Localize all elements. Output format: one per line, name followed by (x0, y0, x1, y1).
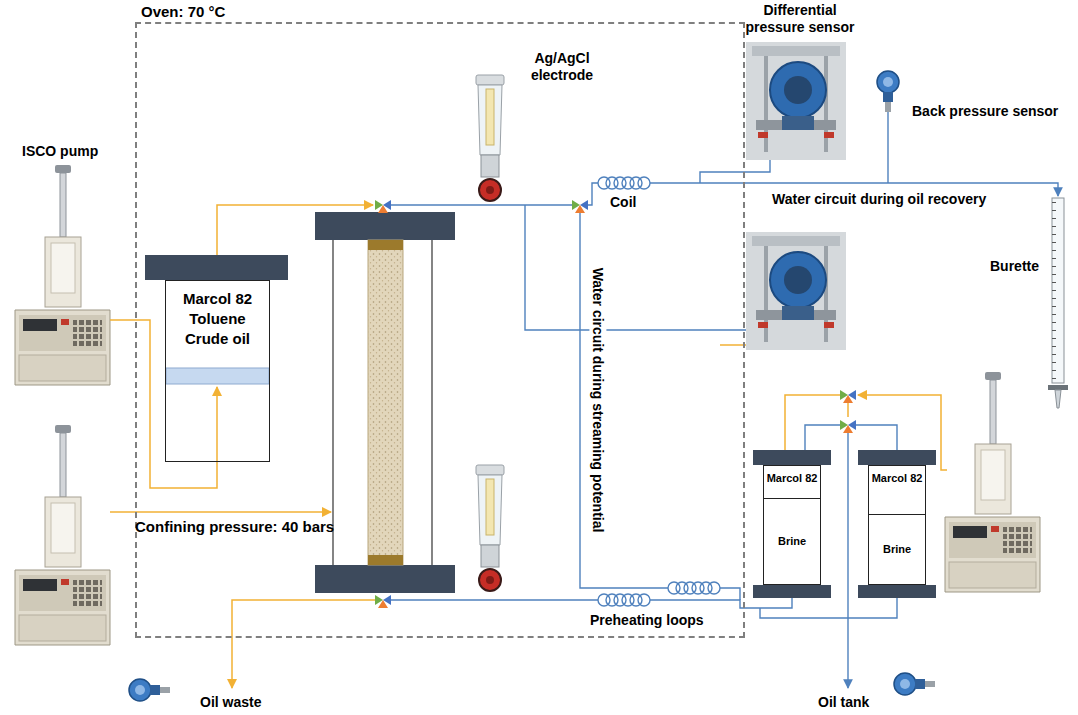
fluid-name: Toluene (166, 309, 269, 329)
three-way-valve (375, 200, 391, 213)
sensor-label: Back pressure sensor (912, 103, 1058, 120)
oil-accumulator: Marcol 82TolueneCrude oil (165, 280, 270, 462)
oil-phase-name: Marcol 82 (869, 471, 925, 485)
burette-scale (1052, 202, 1056, 380)
water-line (588, 183, 598, 205)
water-line (525, 205, 746, 330)
fluid-interface (869, 514, 925, 515)
circuit-label: Water circuit during streaming potential (590, 265, 607, 536)
water-line (650, 598, 792, 608)
coil-symbol (598, 594, 650, 606)
oil-phase-name: Marcol 82 (764, 471, 820, 485)
three-way-valve (840, 390, 856, 403)
coil-symbol (598, 177, 650, 189)
confining-line (110, 511, 331, 513)
oil-line (217, 205, 373, 255)
brine-accumulator: Marcol 82 Brine (868, 465, 926, 585)
water-line (856, 425, 897, 450)
oil-line (785, 395, 840, 450)
coil-label: Coil (610, 194, 636, 211)
water-line (700, 160, 770, 183)
pressure-gauge-symbol (129, 679, 170, 701)
water-line (805, 425, 840, 450)
water-line (760, 598, 897, 618)
fluid-name: Marcol 82 (166, 289, 269, 309)
core-sleeve (332, 240, 333, 565)
water-line (580, 213, 668, 588)
oven-title: Oven: 70 °C (141, 3, 225, 21)
accumulator-cap (145, 255, 288, 280)
burette-tube (1052, 198, 1064, 383)
accumulator-cap (753, 450, 831, 465)
electrode-label: Ag/AgCl electrode (520, 50, 604, 84)
tank-label: Oil tank (818, 694, 869, 711)
pressure-sensor-photo (746, 42, 846, 160)
oil-line (720, 344, 746, 346)
water-line (391, 599, 598, 600)
brine-phase-name: Brine (869, 542, 925, 556)
brine-accumulator: Marcol 82 Brine (763, 465, 821, 585)
core-holder-plate (315, 212, 455, 240)
burette-label: Burette (990, 258, 1039, 275)
fluid-name: Crude oil (166, 329, 269, 349)
core-end-piece (368, 555, 403, 565)
brine-phase-name: Brine (764, 534, 820, 548)
water-line (887, 112, 888, 183)
accumulator-cap (753, 585, 831, 598)
coil-symbol (668, 582, 720, 594)
electrode-symbol (476, 75, 504, 201)
syringe-pump (15, 165, 110, 385)
outlet-label: Oil waste (200, 694, 261, 711)
loop-label: Preheating loops (590, 612, 704, 629)
oil-line (847, 403, 849, 417)
oven-region: Oven: 70 °CMarcol 82TolueneCrude oil (135, 22, 745, 638)
accumulator-cap (858, 585, 936, 598)
accumulator-cap (858, 450, 936, 465)
core-sleeve (431, 240, 432, 565)
pressure-label: Confining pressure: 40 bars (135, 518, 334, 536)
electrode-symbol (476, 465, 504, 591)
oil-line (110, 205, 947, 688)
accumulator-piston (166, 368, 269, 384)
syringe-pump (945, 372, 1040, 592)
three-way-valve (572, 200, 588, 213)
burette-tip (1055, 390, 1061, 408)
pump-label: ISCO pump (22, 143, 98, 160)
water-line (391, 204, 572, 205)
pressure-sensor-photo (746, 232, 846, 350)
water-line (720, 588, 740, 600)
water-line (847, 433, 848, 688)
water-line (391, 112, 1058, 688)
three-way-valve (840, 420, 856, 433)
syringe-pump (15, 425, 110, 645)
pressure-gauge-symbol (877, 71, 899, 112)
core-end-piece (368, 240, 403, 250)
pressure-gauge-symbol (894, 673, 935, 695)
core-holder-plate (315, 565, 455, 593)
oil-line (858, 395, 947, 470)
sandstone-core (368, 240, 403, 565)
three-way-valve (375, 595, 391, 608)
fluid-interface (764, 498, 820, 499)
oil-line (232, 600, 375, 688)
circuit-label: Water circuit during oil recovery (772, 191, 986, 208)
burette-stopcock (1048, 385, 1068, 390)
sensor-label: Differential pressure sensor (740, 2, 860, 36)
